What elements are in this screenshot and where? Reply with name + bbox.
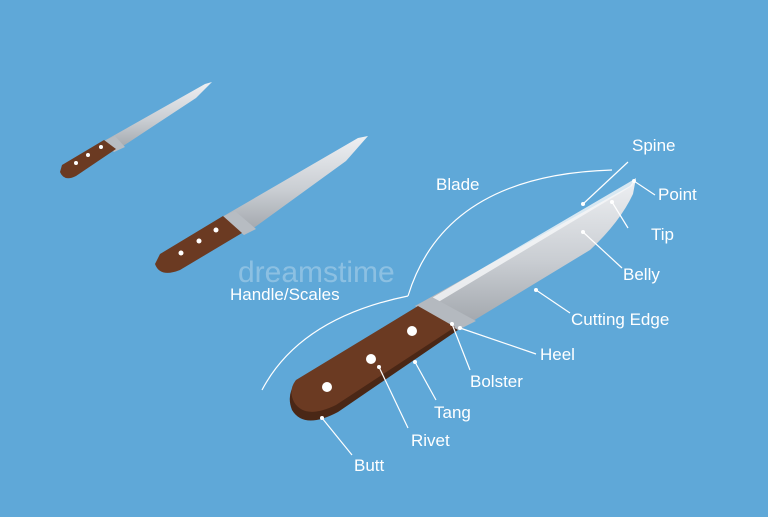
belly-label: Belly [623, 265, 660, 284]
butt-leader [321, 417, 353, 456]
rivet-leader [378, 366, 409, 429]
large-knife-rivet-2 [366, 354, 376, 364]
small-knife-rivet-1 [74, 161, 78, 165]
bolster-leader [451, 323, 471, 371]
small-knife-bolster [104, 136, 125, 152]
handle-scales-label: Handle/Scales [230, 285, 340, 304]
large-knife-spine [418, 178, 636, 310]
heel-leader [459, 327, 537, 355]
blade-label: Blade [436, 175, 479, 194]
butt-dot [320, 416, 324, 420]
cutting-edge-dot [534, 288, 538, 292]
medium-knife-rivet-1 [178, 250, 184, 256]
small-knife [60, 82, 212, 179]
large-knife-rivet-1 [322, 382, 332, 392]
cutting-edge-label: Cutting Edge [571, 310, 669, 329]
handle-arc [261, 295, 409, 391]
large-knife [289, 178, 636, 421]
point-label: Point [658, 185, 697, 204]
small-knife-handle [60, 140, 116, 179]
medium-knife [155, 136, 368, 273]
belly-leader [582, 231, 623, 269]
small-knife-rivet-2 [86, 153, 90, 157]
bolster-dot [450, 322, 454, 326]
tip-leader [611, 201, 629, 229]
butt-label: Butt [354, 456, 385, 475]
rivet-dot [377, 365, 381, 369]
tang-leader [414, 361, 437, 401]
small-knife-rivet-3 [99, 145, 103, 149]
cutting-edge-leader [535, 289, 571, 314]
medium-knife-rivet-3 [213, 227, 219, 233]
heel-dot [458, 326, 462, 330]
blade-arc [407, 169, 613, 297]
large-knife-rivet-3 [407, 326, 417, 336]
tang-dot [413, 360, 417, 364]
point-leader [633, 180, 656, 196]
tip-dot [610, 200, 614, 204]
medium-knife-bolster [222, 211, 256, 235]
tang-label: Tang [434, 403, 471, 422]
large-knife-bolster [415, 297, 476, 330]
point-dot [632, 179, 636, 183]
bolster-label: Bolster [470, 372, 523, 391]
watermark-text: dreamstime [238, 256, 395, 289]
spine-leader [582, 161, 629, 205]
spine-dot [581, 202, 585, 206]
heel-label: Heel [540, 345, 575, 364]
belly-dot [581, 230, 585, 234]
rivet-label: Rivet [411, 431, 450, 450]
leader-lines [320, 161, 656, 456]
tip-label: Tip [651, 225, 674, 244]
medium-knife-handle [155, 216, 242, 273]
medium-knife-blade [222, 136, 368, 235]
spine-label: Spine [632, 136, 675, 155]
small-knife-blade [104, 82, 212, 152]
medium-knife-rivet-2 [196, 238, 202, 244]
